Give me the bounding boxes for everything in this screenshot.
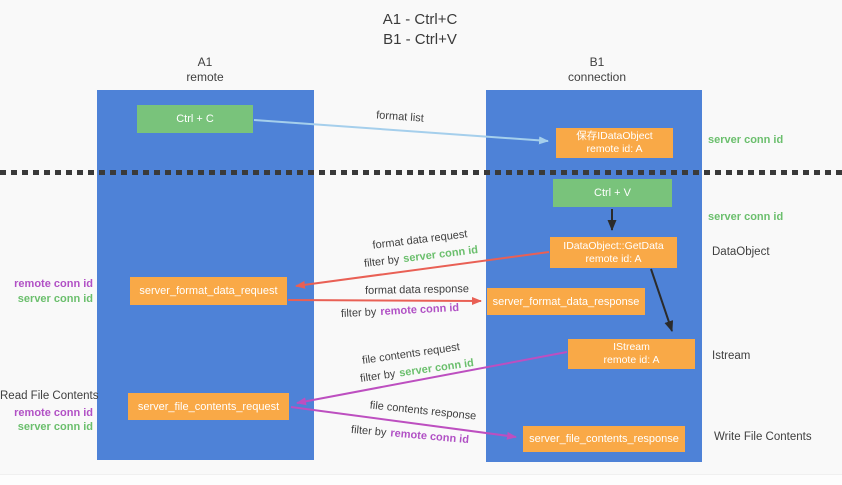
- server-conn-id-text: server conn id: [402, 244, 479, 266]
- column-a1-name: A1: [197, 55, 213, 69]
- node-server-file-contents-response-label: server_file_contents_response: [529, 433, 679, 445]
- label-format-list-text: format list: [375, 109, 425, 125]
- annotation-remote-conn-id-2: remote conn id: [14, 407, 93, 419]
- node-istream: IStream remote id: A: [568, 339, 695, 369]
- column-header-b1: B1 connection: [547, 55, 647, 85]
- node-server-file-contents-request: server_file_contents_request: [128, 393, 289, 420]
- node-idataobject-getdata: IDataObject::GetData remote id: A: [550, 237, 677, 268]
- annotation-server-conn-id-left-1: server conn id: [17, 293, 93, 305]
- annotation-remote-conn-id-1: remote conn id: [14, 278, 93, 290]
- node-server-format-data-response: server_format_data_response: [487, 288, 645, 315]
- node-ctrl-c: Ctrl + C: [137, 105, 253, 133]
- diagram-title: A1 - Ctrl+C B1 - Ctrl+V: [320, 10, 520, 50]
- filter-by-text: filter by: [359, 368, 397, 385]
- annotation-conn-ids-file: remote conn id server conn id: [0, 406, 93, 434]
- annotation-istream: Istream: [712, 350, 751, 362]
- bottom-divider: [0, 474, 842, 485]
- dotted-separator: [0, 170, 842, 175]
- column-a1-subtitle: remote: [186, 70, 224, 84]
- node-server-format-data-request-label: server_format_data_request: [139, 285, 278, 297]
- node-istream-line1: IStream: [613, 341, 650, 353]
- filter-by-text: filter by: [340, 306, 377, 321]
- label-filter-remote-conn-2: filter by remote conn id: [351, 424, 470, 446]
- label-file-contents-response-text: file contents response: [369, 399, 477, 423]
- label-format-list: format list: [376, 109, 424, 124]
- remote-conn-id-text: remote conn id: [389, 427, 470, 447]
- annotation-write-file-contents: Write File Contents: [714, 431, 812, 443]
- title-line-1: A1 - Ctrl+C: [382, 11, 458, 28]
- annotation-server-conn-id-left-2: server conn id: [17, 421, 93, 433]
- node-save-idataobject-line2: remote id: A: [586, 143, 643, 155]
- label-format-data-response: format data response: [365, 283, 469, 297]
- remote-conn-id-text: remote conn id: [380, 301, 460, 319]
- filter-by-text: filter by: [363, 253, 401, 270]
- server-conn-id-text: server conn id: [398, 357, 475, 380]
- annotation-conn-ids-format: remote conn id server conn id: [0, 277, 93, 307]
- node-ctrl-v-label: Ctrl + V: [594, 187, 631, 199]
- node-server-format-data-request: server_format_data_request: [130, 277, 287, 305]
- label-filter-remote-conn-1: filter by remote conn id: [341, 302, 460, 320]
- annotation-read-file-contents: Read File Contents: [0, 390, 99, 402]
- node-server-format-data-response-label: server_format_data_response: [492, 295, 640, 308]
- node-istream-line2: remote id: A: [603, 354, 660, 366]
- label-file-contents-response: file contents response: [369, 399, 477, 422]
- column-b1-name: B1: [589, 55, 605, 69]
- arrow-format-data-response: [287, 296, 482, 305]
- annotation-server-conn-id-mid: server conn id: [708, 211, 784, 223]
- column-b1-subtitle: connection: [567, 70, 627, 84]
- node-server-file-contents-request-label: server_file_contents_request: [137, 400, 280, 413]
- filter-by-text: filter by: [350, 423, 387, 439]
- node-getdata-line1: IDataObject::GetData: [563, 239, 664, 252]
- node-getdata-line2: remote id: A: [585, 252, 642, 265]
- node-server-file-contents-response: server_file_contents_response: [523, 426, 685, 452]
- node-save-idataobject-line1: 保存IDataObject: [576, 130, 653, 142]
- annotation-dataobject: DataObject: [712, 246, 770, 258]
- node-ctrl-c-label: Ctrl + C: [176, 113, 214, 125]
- node-save-idataobject: 保存IDataObject remote id: A: [556, 128, 673, 158]
- label-format-data-response-text: format data response: [364, 283, 470, 297]
- annotation-server-conn-id-top: server conn id: [708, 134, 784, 146]
- title-line-2: B1 - Ctrl+V: [383, 31, 457, 48]
- column-header-a1: A1 remote: [155, 55, 255, 85]
- node-ctrl-v: Ctrl + V: [553, 179, 672, 207]
